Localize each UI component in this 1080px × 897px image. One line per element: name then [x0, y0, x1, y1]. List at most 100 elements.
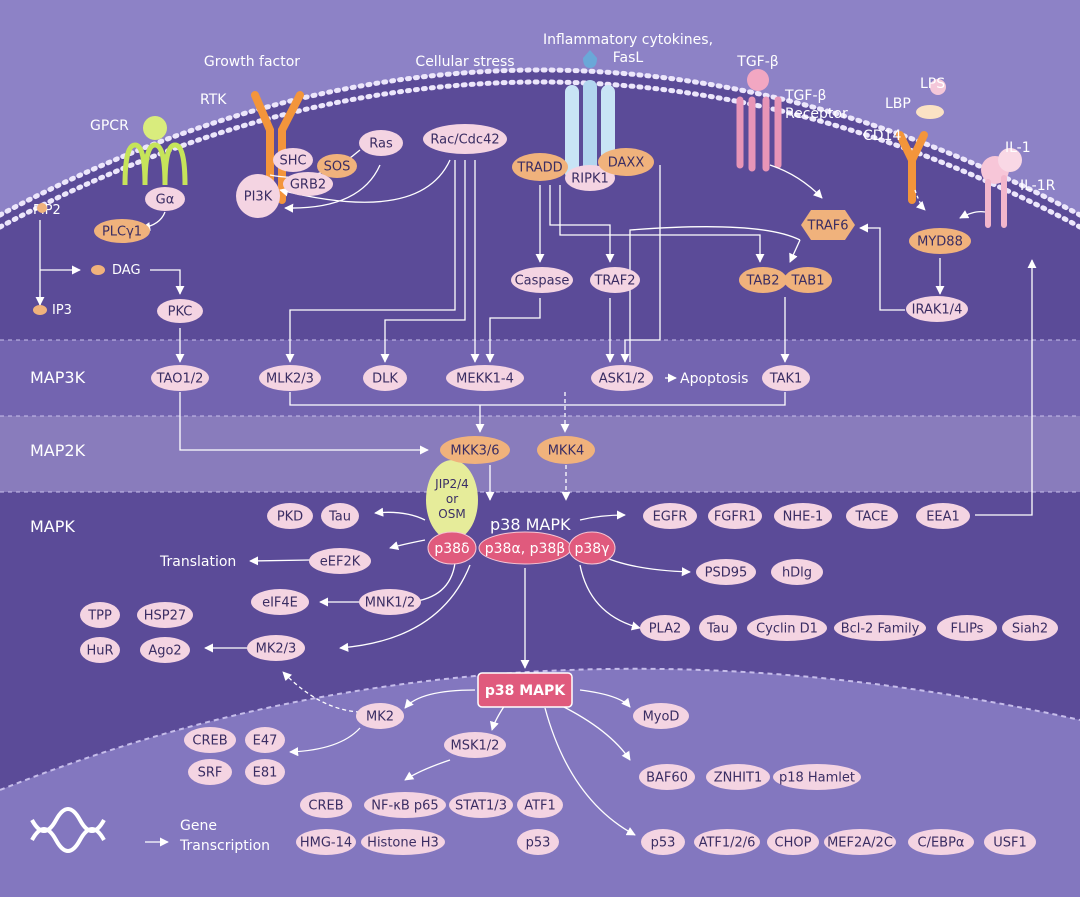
node-label: DLK [372, 372, 398, 387]
node-tace: TACE [846, 503, 898, 529]
node-label: GRB2 [290, 178, 326, 193]
ip3-label: IP3 [52, 303, 72, 318]
node-mnk: MNK1/2 [359, 589, 421, 615]
gene-label: Gene [180, 818, 217, 834]
lbp-label: LBP [885, 96, 911, 112]
node-label: Ago2 [148, 644, 181, 659]
transcription-label: Transcription [179, 838, 270, 854]
node-label: TACE [855, 510, 889, 525]
dna-icon [30, 807, 106, 853]
node-label: p53 [526, 836, 551, 851]
growth-factor-label: Growth factor [204, 54, 300, 70]
lps-label: LPS [920, 76, 945, 92]
node-label: CREB [192, 734, 227, 749]
node-eif4e: eIF4E [251, 589, 309, 615]
node-label: ASK1/2 [599, 372, 646, 387]
node-label: EGFR [653, 510, 688, 525]
node-tau2: Tau [699, 615, 737, 641]
node-label: SHC [279, 154, 306, 169]
node-label: hDlg [782, 566, 812, 581]
node-tab2: TAB2 [739, 267, 787, 293]
node-srf: SRF [188, 759, 232, 785]
map2k-tier-label: MAP2K [30, 441, 86, 460]
node-atf1: ATF1 [517, 792, 563, 818]
node-label: MK2 [366, 710, 394, 725]
node-atf126: ATF1/2/6 [694, 829, 760, 855]
node-tab1: TAB1 [784, 267, 832, 293]
node-galpha: Gα [145, 187, 185, 211]
node-label: MLK2/3 [266, 372, 314, 387]
node-label: CREB [308, 799, 343, 814]
node-label: MKK4 [548, 444, 585, 459]
apoptosis-label: Apoptosis [680, 371, 748, 387]
node-nfkb: NF-κB p65 [364, 792, 446, 818]
node-label: IRAK1/4 [912, 303, 963, 318]
tgfb-receptor-label-2: Receptor [785, 106, 848, 122]
node-label: p38α, p38β [485, 541, 565, 557]
node-traf2: TRAF2 [590, 267, 640, 293]
rtk-label: RTK [200, 92, 227, 108]
node-label: ATF1 [524, 799, 556, 814]
node-hur: HuR [80, 637, 120, 663]
node-rac: Rac/Cdc42 [423, 124, 507, 154]
dag-dot [91, 265, 105, 275]
node-label: TRAF6 [806, 219, 848, 234]
node-label: MKK3/6 [450, 444, 499, 459]
node-tak1: TAK1 [762, 365, 810, 391]
node-label: MNK1/2 [365, 596, 415, 611]
node-mlk: MLK2/3 [259, 365, 321, 391]
node-mekk: MEKK1-4 [446, 365, 524, 391]
node-eea1: EEA1 [916, 503, 970, 529]
node-baf60: BAF60 [639, 764, 695, 790]
il1r-label: IL-1R [1020, 178, 1056, 194]
node-ago2: Ago2 [140, 637, 190, 663]
node-chop: CHOP [767, 829, 819, 855]
node-label: MEKK1-4 [456, 372, 514, 387]
node-mkk4: MKK4 [537, 436, 595, 464]
node-mk23: MK2/3 [247, 635, 305, 661]
node-label: PKD [277, 510, 303, 525]
node-label: HSP27 [144, 609, 186, 624]
pip2-label: PIP2 [33, 203, 61, 218]
node-cebpa: C/EBPα [908, 829, 974, 855]
node-label: TAO1/2 [156, 372, 204, 387]
node-label: TAB2 [745, 274, 779, 289]
node-myd88: MYD88 [909, 228, 971, 254]
node-histone: Histone H3 [361, 829, 445, 855]
gpcr-label: GPCR [90, 118, 129, 134]
node-flips: FLIPs [937, 615, 997, 641]
pip2-dot [37, 203, 47, 213]
node-cyclind1: Cyclin D1 [747, 615, 827, 641]
node-ras: Ras [359, 130, 403, 156]
node-label: DAXX [608, 156, 645, 171]
node-label: p38δ [434, 541, 469, 557]
node-label: RIPK1 [571, 172, 609, 187]
node-caspase: Caspase [511, 267, 573, 293]
node-label: TRADD [516, 161, 562, 176]
node-dlk: DLK [363, 365, 407, 391]
node-label: TPP [87, 609, 112, 624]
node-mef2: MEF2A/2C [824, 829, 896, 855]
node-label: Tau [328, 510, 351, 525]
il1r-receptor-icon [981, 148, 1022, 228]
node-label: PI3K [244, 190, 273, 205]
node-ask: ASK1/2 [591, 365, 653, 391]
node-tao: TAO1/2 [151, 365, 209, 391]
node-label: E81 [253, 766, 278, 781]
cell-membrane-inner [0, 79, 1080, 230]
node-label: Tau [706, 622, 729, 637]
node-label: Bcl-2 Family [841, 622, 920, 637]
node-label: FGFR1 [714, 510, 756, 525]
node-label: PSD95 [705, 566, 748, 581]
jip-label-2: or [446, 492, 458, 506]
node-p38d: p38δ [427, 531, 477, 565]
inflammatory-label: Inflammatory cytokines, [543, 32, 713, 48]
node-label: SRF [198, 766, 223, 781]
node-label: PLCγ1 [102, 225, 142, 240]
node-eef2k: eEF2K [309, 548, 371, 574]
node-label: EEA1 [926, 510, 960, 525]
map3k-tier-label: MAP3K [30, 368, 86, 387]
node-label: MK2/3 [256, 642, 297, 657]
